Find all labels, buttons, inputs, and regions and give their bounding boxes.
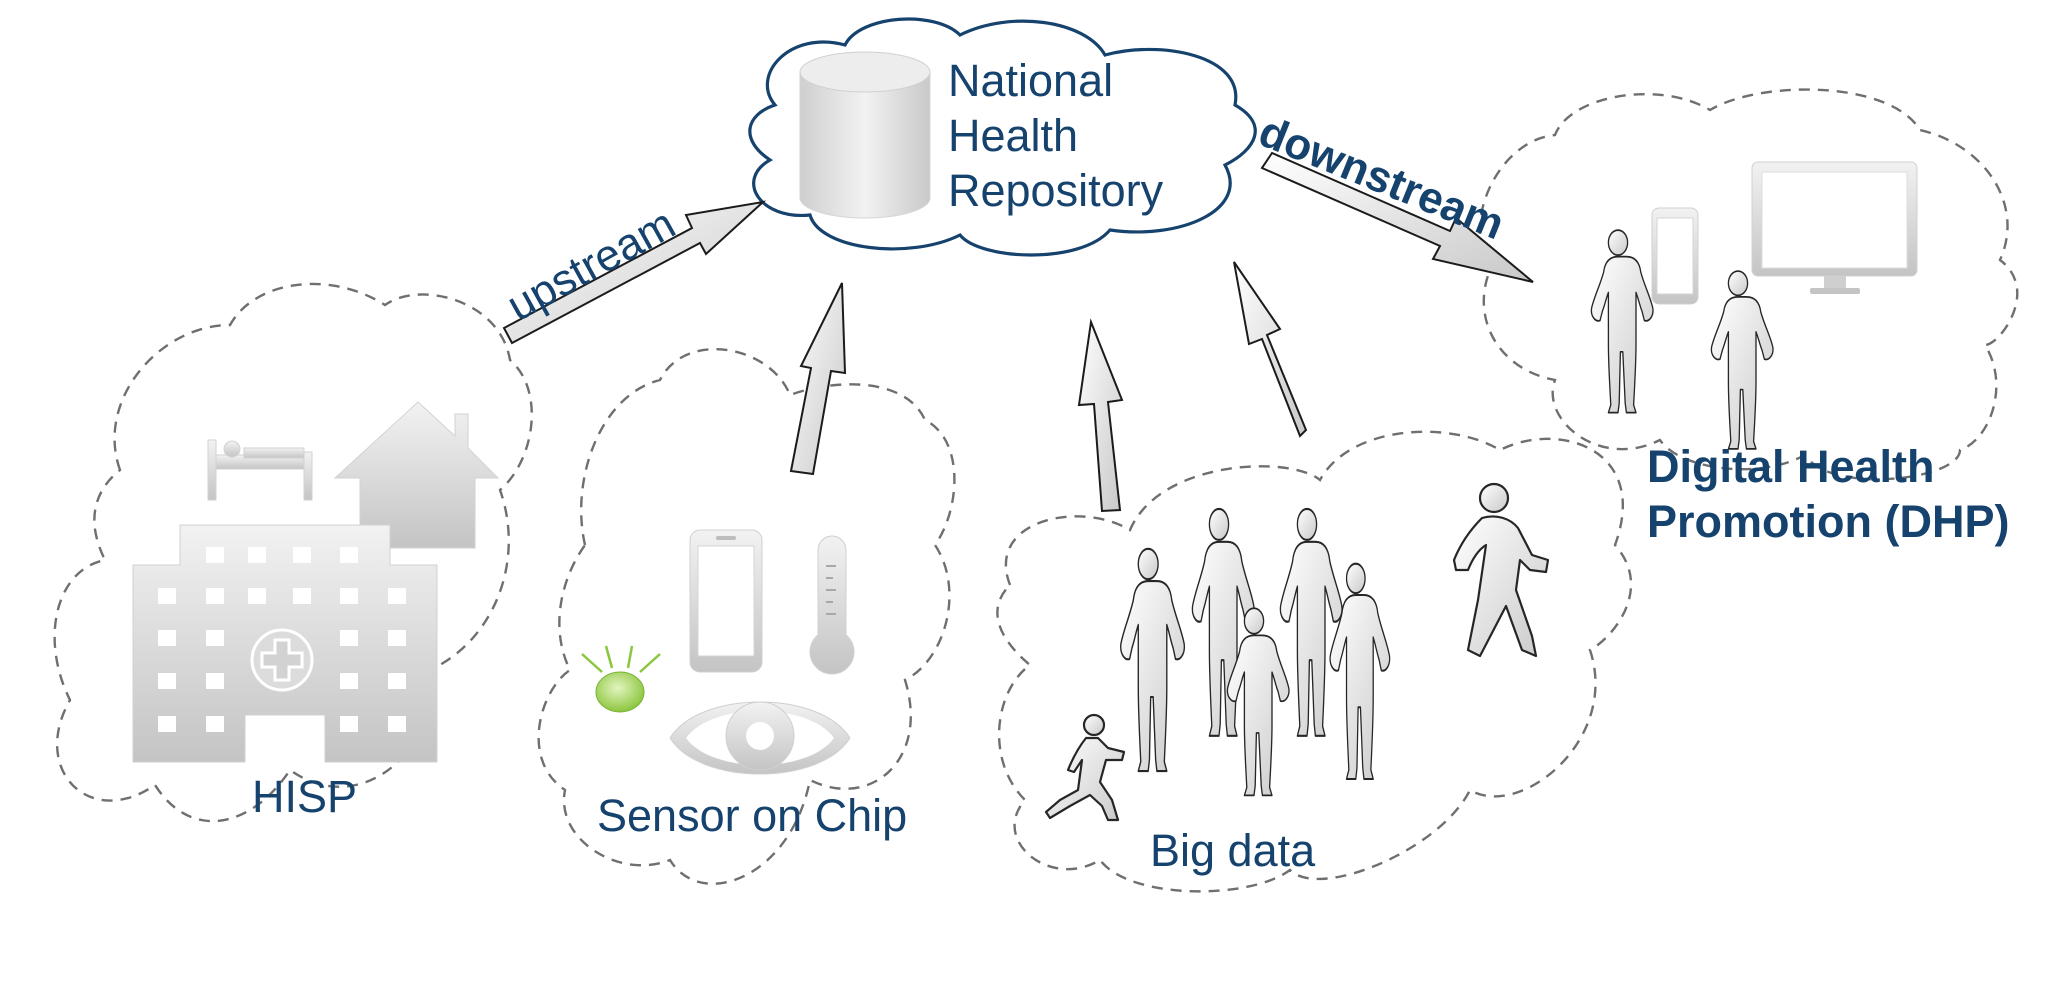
database-icon — [799, 51, 931, 219]
bed-icon — [207, 439, 313, 501]
upstream-arrow — [502, 200, 767, 345]
bigdata-cloud — [996, 430, 1633, 893]
led-icon — [581, 645, 661, 713]
bigdata-label: Big data — [1150, 825, 1316, 876]
person-icon — [1119, 547, 1186, 773]
bigdata-arrow-right — [1233, 261, 1308, 438]
hisp-label: HISP — [252, 771, 357, 822]
smartphone-icon — [1651, 207, 1699, 305]
thermometer-icon — [809, 535, 855, 675]
person-icon — [1279, 507, 1344, 737]
person-icon — [1590, 229, 1654, 414]
dhp-cloud — [1478, 88, 2019, 481]
smartphone-icon — [689, 529, 763, 673]
eye-icon — [669, 701, 851, 775]
sensor-arrow — [789, 282, 847, 476]
repository-label: National Health Repository — [948, 55, 1164, 216]
monitor-icon — [1751, 161, 1918, 294]
sensor-cloud — [537, 348, 956, 885]
running-person-icon — [1044, 713, 1126, 822]
sensor-label: Sensor on Chip — [597, 790, 907, 841]
dhp-label: Digital Health Promotion (DHP) — [1647, 441, 2009, 547]
bigdata-arrow-left — [1077, 318, 1124, 513]
hospital-icon — [132, 524, 438, 763]
downstream-arrow — [1260, 151, 1534, 283]
person-icon — [1710, 270, 1774, 450]
walking-person-icon — [1452, 482, 1550, 658]
